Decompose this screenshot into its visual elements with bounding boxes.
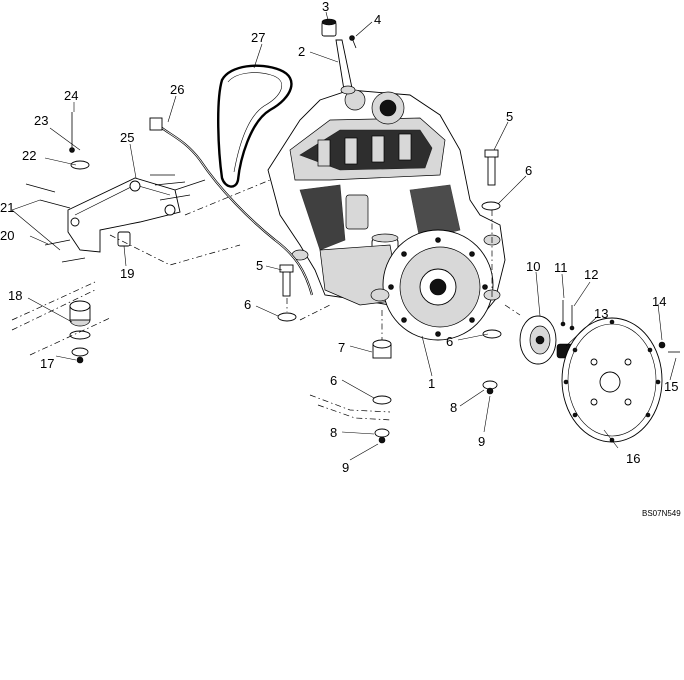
callout-6-center: 6 bbox=[330, 373, 337, 388]
callout-25: 25 bbox=[120, 130, 134, 145]
callout-10: 10 bbox=[526, 259, 540, 274]
mount-bolt-5-upper bbox=[481, 149, 501, 211]
injector-row bbox=[317, 133, 412, 167]
callout-18: 18 bbox=[8, 288, 22, 303]
drive-belt bbox=[217, 64, 293, 188]
bracket-bolts bbox=[25, 112, 206, 263]
callout-21: 21 bbox=[0, 200, 14, 215]
callout-6-upper: 6 bbox=[525, 163, 532, 178]
flex-plate-fasteners bbox=[658, 341, 680, 353]
spacer bbox=[117, 231, 131, 247]
center-isolator-mount bbox=[372, 339, 392, 444]
callout-9-center: 9 bbox=[342, 460, 349, 475]
callout-5-upper: 5 bbox=[506, 109, 513, 124]
callout-23: 23 bbox=[34, 113, 48, 128]
leader-lines bbox=[11, 11, 677, 461]
callout-22: 22 bbox=[22, 148, 36, 163]
callout-5-lower: 5 bbox=[256, 258, 263, 273]
callout-19: 19 bbox=[120, 266, 134, 281]
mount-bolt-5-lower bbox=[277, 264, 297, 322]
callout-6-left: 6 bbox=[244, 297, 251, 312]
drive-hub bbox=[519, 315, 557, 365]
callout-24: 24 bbox=[64, 88, 78, 103]
left-isolator-mount bbox=[69, 300, 91, 364]
engine-mount-bracket bbox=[67, 177, 181, 253]
callout-26: 26 bbox=[170, 82, 184, 97]
callout-6-right: 6 bbox=[446, 334, 453, 349]
callout-labels: 3 4 2 27 24 26 23 25 22 5 6 21 20 19 5 1… bbox=[0, 0, 678, 475]
drawing-code: BS07N549 bbox=[642, 509, 681, 518]
callout-1: 1 bbox=[428, 376, 435, 391]
flex-plate bbox=[561, 317, 663, 443]
oil-fill-cap bbox=[321, 18, 337, 37]
oil-fill-tube bbox=[335, 39, 356, 95]
callout-20: 20 bbox=[0, 228, 14, 243]
assembly-guide-lines bbox=[11, 179, 521, 421]
callout-12: 12 bbox=[584, 267, 598, 282]
wire-harness bbox=[149, 117, 314, 296]
engine-assembly bbox=[267, 89, 506, 341]
flywheel-bolt-ring bbox=[388, 237, 488, 337]
callout-8-center: 8 bbox=[330, 425, 337, 440]
callout-9-right: 9 bbox=[478, 434, 485, 449]
right-isolator-mount bbox=[482, 329, 502, 395]
callout-11: 11 bbox=[554, 260, 568, 275]
callout-13: 13 bbox=[594, 306, 608, 321]
retaining-screw bbox=[349, 35, 357, 49]
hub-fasteners bbox=[560, 300, 575, 331]
callout-17: 17 bbox=[40, 356, 54, 371]
callout-8-right: 8 bbox=[450, 400, 457, 415]
callout-3: 3 bbox=[322, 0, 329, 14]
callout-4: 4 bbox=[374, 12, 381, 27]
callout-16: 16 bbox=[626, 451, 640, 466]
callout-14: 14 bbox=[652, 294, 666, 309]
callout-2: 2 bbox=[298, 44, 305, 59]
callout-27: 27 bbox=[251, 30, 265, 45]
callout-15: 15 bbox=[664, 379, 678, 394]
callout-7: 7 bbox=[338, 340, 345, 355]
